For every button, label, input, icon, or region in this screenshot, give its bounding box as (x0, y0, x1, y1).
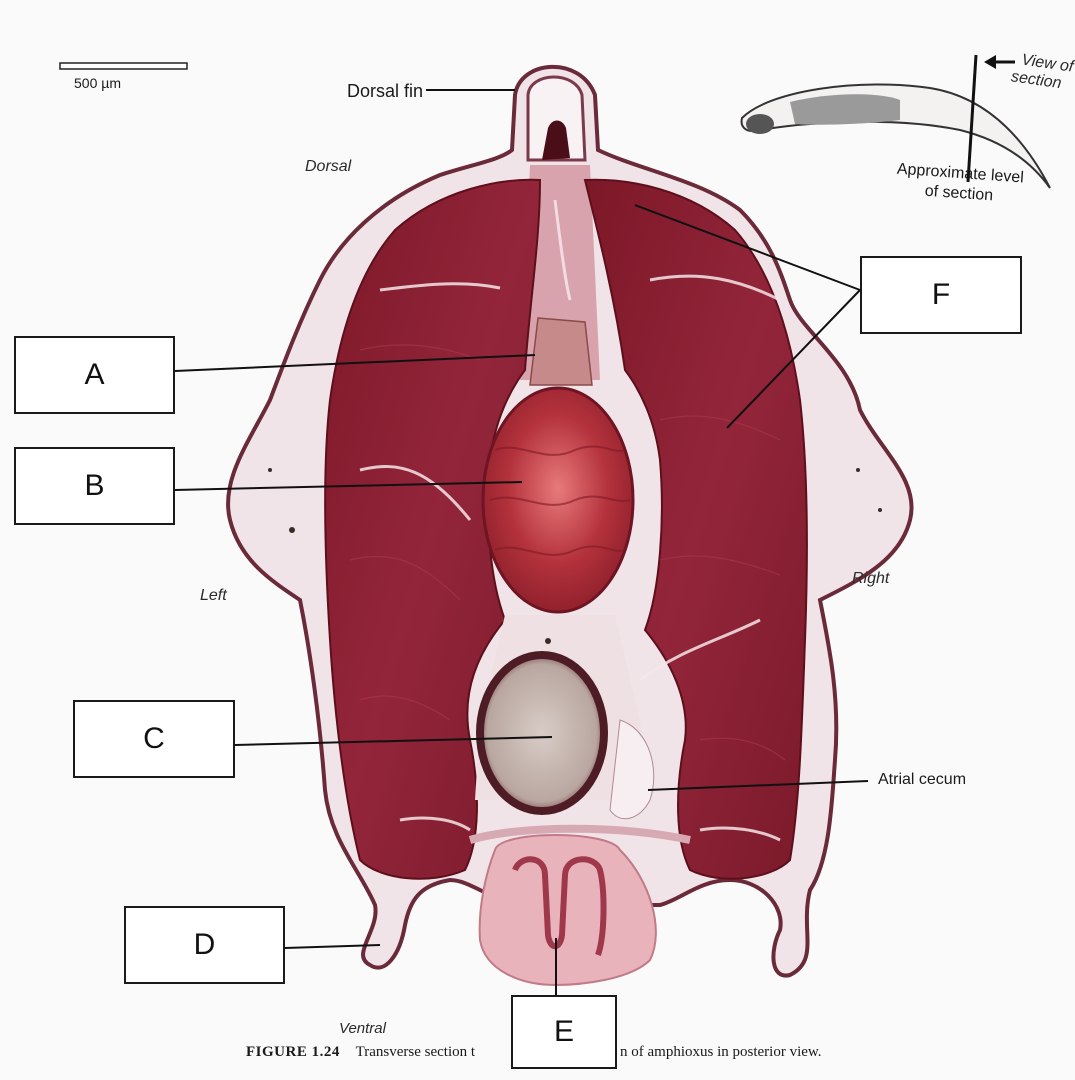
inset-view-label: View of section (1009, 51, 1075, 93)
dorsal-fin-label: Dorsal fin (347, 81, 424, 101)
inset-sketch (740, 54, 1051, 189)
gut (476, 651, 608, 815)
caption-text-right: n of amphioxus in posterior view. (620, 1044, 822, 1060)
transverse-band (468, 824, 691, 844)
atrial-cecum-region (609, 719, 655, 820)
figure-caption: FIGURE 1.24 Transverse section t (246, 1044, 475, 1061)
fin-ray (542, 120, 570, 160)
label-box-d[interactable]: D (124, 906, 285, 984)
notochord-waves (489, 445, 631, 556)
dorsal-fin (526, 75, 587, 162)
muscle-striations (349, 344, 786, 761)
label-box-f[interactable]: F (860, 256, 1022, 334)
specks (268, 468, 882, 644)
left-label: Left (200, 587, 227, 604)
scale-bar (59, 62, 188, 70)
notochord (481, 386, 635, 614)
label-box-c[interactable]: C (73, 700, 235, 778)
ventral-folds (512, 856, 607, 956)
label-box-a[interactable]: A (14, 336, 175, 414)
right-myotome (583, 178, 808, 880)
caption-text-left: Transverse section t (355, 1044, 476, 1060)
ventral-structure (478, 834, 657, 987)
right-label: Right (852, 570, 890, 587)
dorsal-label: Dorsal (305, 158, 352, 175)
atrial-cecum-label: Atrial cecum (878, 771, 967, 788)
nerve-cord (529, 317, 593, 386)
figure-caption-right: n of amphioxus in posterior view. (620, 1044, 822, 1061)
inset-pharynx (790, 94, 900, 125)
inset-arrow-head (984, 55, 996, 69)
left-myotome (324, 178, 542, 880)
inset-section-line (966, 54, 978, 183)
myosepta (359, 199, 781, 842)
leader-lines (174, 89, 869, 996)
figure-number: FIGURE 1.24 (246, 1044, 340, 1060)
scale-bar-label: 500 µm (74, 75, 121, 91)
ventral-label: Ventral (339, 1020, 386, 1037)
inset-oral-hood (746, 114, 774, 134)
label-box-b[interactable]: B (14, 447, 175, 525)
label-box-e[interactable]: E (511, 995, 617, 1069)
